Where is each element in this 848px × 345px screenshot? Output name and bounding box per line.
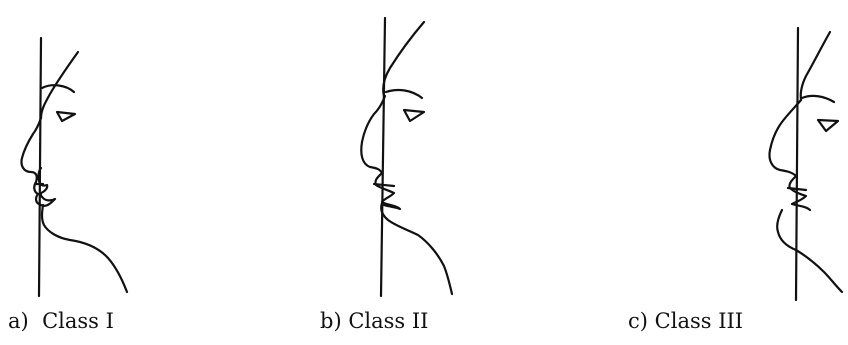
profile-drawing-class-1: [0, 0, 250, 305]
profile-drawing-class-3: [620, 0, 848, 305]
profile-drawing-class-2: [310, 0, 560, 305]
caption-letter: c): [628, 309, 648, 333]
forehead-outline: [383, 22, 424, 96]
face-outline: [21, 118, 55, 206]
panel-class-2: b) Class II: [310, 0, 560, 345]
chin-neck-outline: [777, 210, 842, 292]
caption-label: Class II: [348, 309, 428, 333]
eye-outline: [404, 110, 424, 121]
eyebrow-outline: [802, 96, 834, 102]
caption-class-2: b) Class II: [320, 311, 428, 332]
chin-neck-outline: [381, 203, 452, 294]
caption-label: Class III: [655, 309, 743, 333]
vertical-reference-line: [381, 18, 385, 296]
eye-outline: [57, 112, 75, 121]
caption-class-1: a) Class I: [8, 311, 114, 332]
vertical-reference-line: [796, 28, 798, 300]
eyebrow-outline: [386, 90, 422, 98]
chin-neck-outline: [42, 205, 127, 292]
face-outline: [361, 96, 400, 209]
caption-letter: b): [320, 309, 342, 333]
caption-letter: a): [8, 309, 29, 333]
forehead-outline: [801, 32, 830, 100]
caption-class-3: c) Class III: [628, 311, 743, 332]
panel-class-1: a) Class I: [0, 0, 250, 345]
eyebrow-outline: [42, 85, 74, 92]
caption-label: Class I: [42, 309, 114, 333]
eye-outline: [818, 120, 838, 131]
face-outline: [769, 100, 810, 210]
panel-class-3: c) Class III: [620, 0, 848, 345]
